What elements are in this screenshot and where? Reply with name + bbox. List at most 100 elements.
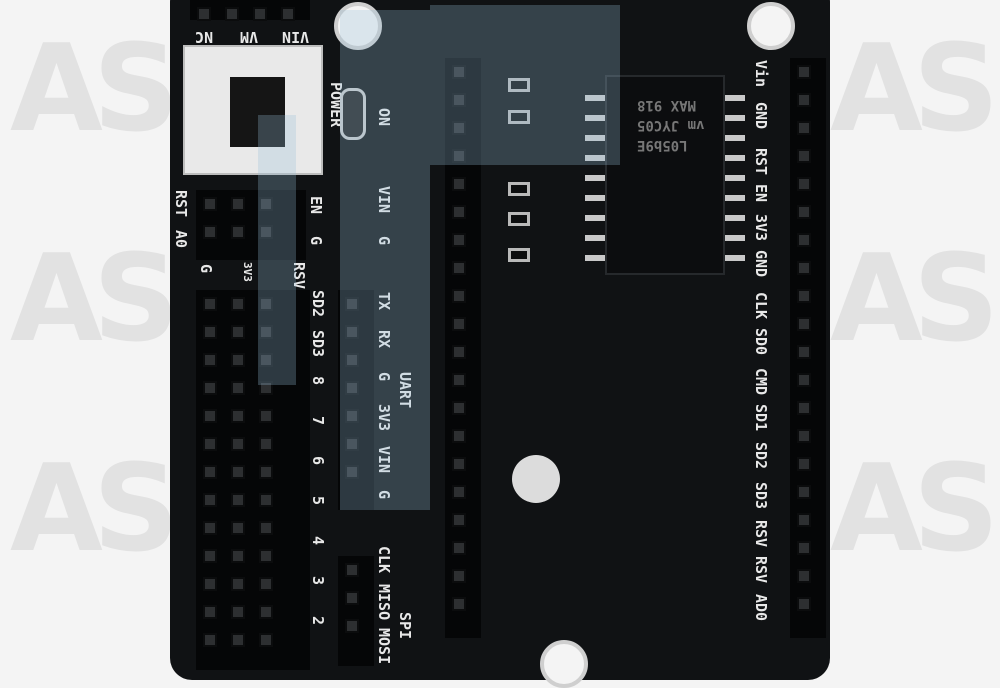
g-label: G [307, 236, 325, 246]
header-pin [452, 429, 466, 443]
header-pin [259, 577, 273, 591]
power-switch[interactable] [183, 45, 323, 175]
header-pin [259, 197, 273, 211]
header-pin [345, 563, 359, 577]
header-pin [452, 289, 466, 303]
watermark: AS [830, 20, 999, 159]
chip-leg [725, 255, 745, 261]
header-pin [231, 197, 245, 211]
header-pin [797, 289, 811, 303]
header-pin [797, 485, 811, 499]
right-pin-label: CMD [752, 368, 770, 396]
header-pin [452, 205, 466, 219]
a0-label: A0 [172, 230, 190, 249]
gpio-number: 5 [309, 496, 327, 506]
watermark: AS [10, 20, 179, 159]
mount-hole [747, 2, 795, 50]
header-pin [797, 261, 811, 275]
header-pin [452, 513, 466, 527]
header-pin [797, 597, 811, 611]
header-pin [259, 409, 273, 423]
header-pin [259, 325, 273, 339]
watermark-overlay [430, 5, 620, 165]
right-pin-label: SD2 [752, 442, 770, 470]
watermark: AS [830, 230, 999, 369]
header-pin [203, 493, 217, 507]
chip-leg [725, 95, 745, 101]
smd-resistor [508, 182, 530, 196]
right-pin-label: GND [752, 250, 770, 278]
sd-label: SD2 [309, 290, 327, 318]
header-pin [452, 541, 466, 555]
header-pin [231, 225, 245, 239]
header-pin [259, 297, 273, 311]
ic-chip: MAX 918 vm JYC05 L05b9E [585, 75, 745, 275]
reset-header [196, 190, 306, 260]
header-pin [345, 465, 359, 479]
header-pin [452, 569, 466, 583]
spi-pin-label: CLK [375, 546, 393, 574]
chip-leg [585, 115, 605, 121]
gpio-header [196, 290, 310, 670]
spi-title: SPI [396, 612, 414, 640]
header-pin [452, 485, 466, 499]
header-pin [253, 7, 267, 21]
chip-text: vm JYC05 [637, 117, 705, 133]
header-pin [452, 261, 466, 275]
gpio-number: 6 [309, 456, 327, 466]
header-pin [797, 65, 811, 79]
header-pin [452, 345, 466, 359]
chip-leg [725, 235, 745, 241]
header-pin [231, 633, 245, 647]
header-pin [797, 457, 811, 471]
power-led [340, 88, 366, 140]
center-pin-header [445, 58, 481, 638]
spi-pin-label: MISO [375, 584, 393, 621]
chip-leg [585, 255, 605, 261]
header-pin [345, 591, 359, 605]
header-pin [203, 381, 217, 395]
header-pin [231, 549, 245, 563]
header-pin [203, 225, 217, 239]
right-pin-label: Vin [752, 60, 770, 88]
header-pin [203, 633, 217, 647]
top-pin-header [190, 0, 310, 21]
top-label: NC [195, 28, 214, 46]
header-pin [345, 437, 359, 451]
header-pin [452, 177, 466, 191]
header-pin [281, 7, 295, 21]
header-pin [203, 521, 217, 535]
header-pin [231, 297, 245, 311]
header-pin [259, 225, 273, 239]
right-pin-label: SD1 [752, 404, 770, 432]
header-pin [797, 569, 811, 583]
header-pin [345, 409, 359, 423]
header-pin [797, 401, 811, 415]
header-pin [452, 149, 466, 163]
chip-leg [725, 175, 745, 181]
header-pin [452, 93, 466, 107]
en-label: EN [307, 196, 325, 215]
header-pin [259, 633, 273, 647]
gpio-number: 7 [309, 416, 327, 426]
header-pin [231, 437, 245, 451]
header-pin [797, 93, 811, 107]
header-pin [203, 465, 217, 479]
header-pin [452, 457, 466, 471]
smd-resistor [508, 110, 530, 124]
chip-leg [585, 95, 605, 101]
spi-pin-label: MOSI [375, 628, 393, 665]
header-pin [231, 605, 245, 619]
header-pin [197, 7, 211, 21]
header-pin [203, 297, 217, 311]
header-pin [203, 577, 217, 591]
header-pin [231, 325, 245, 339]
header-pin [797, 513, 811, 527]
chip-leg [585, 155, 605, 161]
header-pin [797, 205, 811, 219]
header-pin [231, 381, 245, 395]
header-pin [452, 233, 466, 247]
header-pin [345, 353, 359, 367]
uart-header [338, 290, 374, 510]
watermark: AS [830, 440, 999, 579]
